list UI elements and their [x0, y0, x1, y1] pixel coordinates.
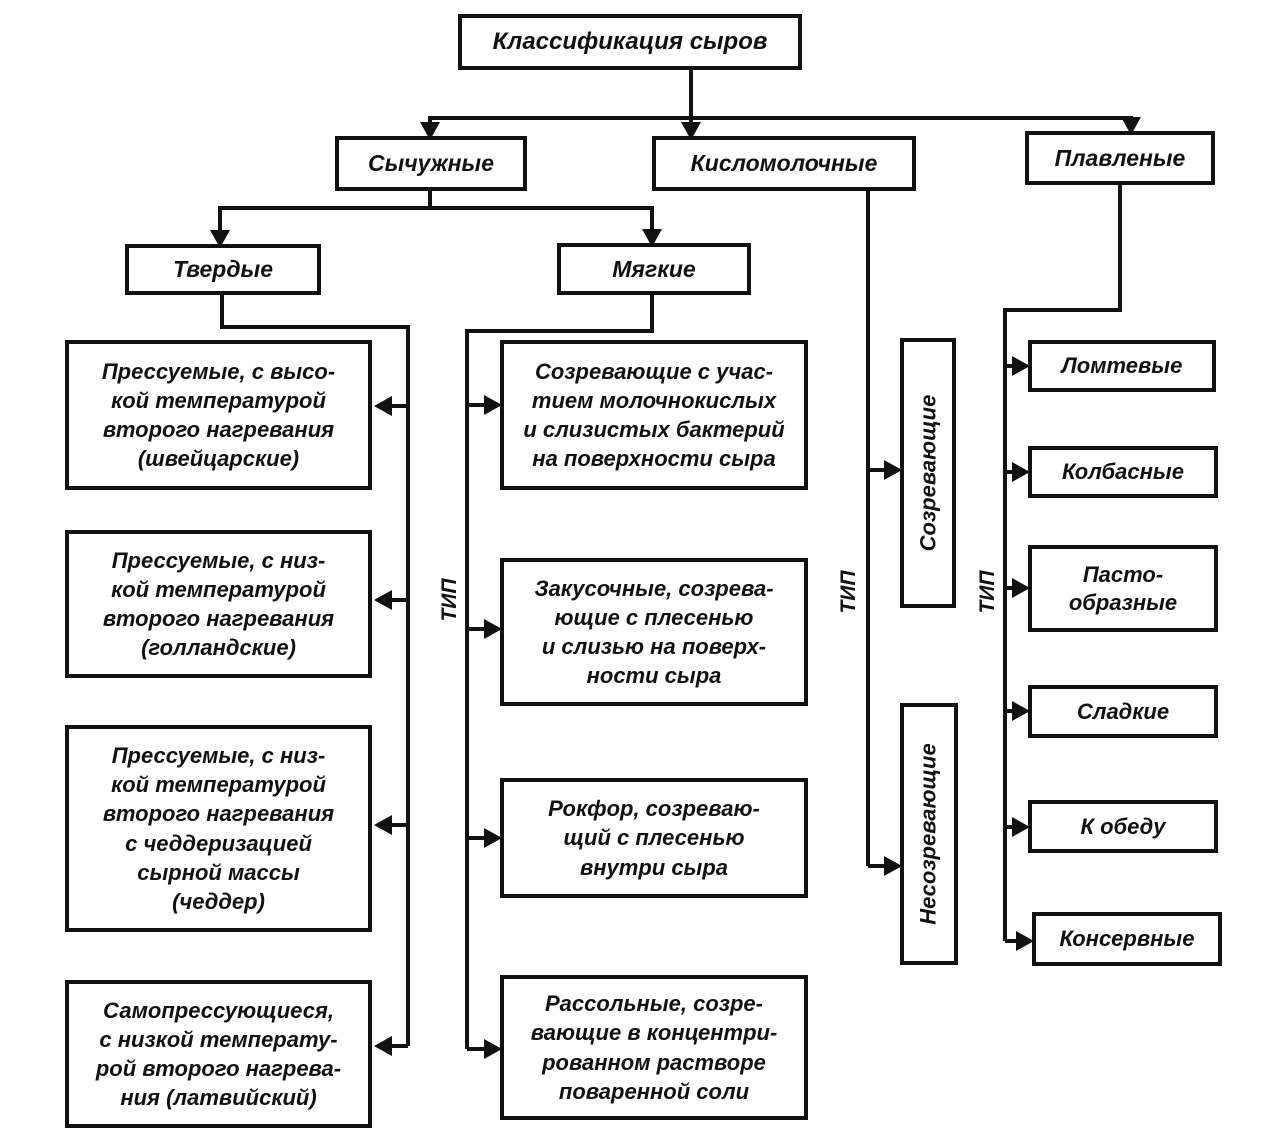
- arrow-right-icon: [884, 460, 902, 480]
- arrow-right-icon: [1012, 462, 1030, 482]
- edge-soft-stems: [467, 403, 486, 1051]
- vertical-label: Созревающие: [915, 394, 941, 552]
- arrow-down-icon: [420, 122, 440, 140]
- node-soft-type-bacteria-ripened: Созревающие с учас- тием молочнокислых и…: [500, 340, 808, 490]
- node-rennet: Сычужные: [335, 136, 527, 191]
- arrow-right-icon: [1016, 931, 1034, 951]
- arrow-down-icon: [210, 230, 230, 248]
- edge-hard-stems: [388, 404, 408, 1048]
- arrow-right-icon: [484, 619, 502, 639]
- node-soft: Мягкие: [557, 243, 751, 295]
- edge-strokes: [218, 70, 1133, 1051]
- node-hard-type-cheddarized: Прессуемые, с низ- кой температурой втор…: [65, 725, 372, 932]
- type-label-sour-milk: ТИП: [837, 570, 860, 614]
- node-soft-type-roquefort: Рокфор, созреваю- щий с плесенью внутри …: [500, 778, 808, 898]
- arrow-right-icon: [884, 856, 902, 876]
- edge-rennet-rail: [218, 191, 654, 233]
- edge-soft-spine: [465, 295, 654, 1049]
- node-hard: Твердые: [125, 244, 321, 295]
- node-processed-canned: Консервные: [1032, 912, 1222, 966]
- node-processed-sausage: Колбасные: [1028, 446, 1218, 498]
- node-sour-milk-non-ripening: Несозревающие: [900, 703, 958, 965]
- arrow-left-icon: [374, 396, 392, 416]
- arrow-right-icon: [1012, 578, 1030, 598]
- arrow-left-icon: [374, 590, 392, 610]
- arrow-down-icon: [642, 229, 662, 247]
- edge-processed-stems: [1005, 364, 1018, 943]
- node-hard-type-pressed-high-temp: Прессуемые, с высо- кой температурой вто…: [65, 340, 372, 490]
- vertical-label: Несозревающие: [916, 743, 941, 925]
- node-processed-paste-like: Пасто- образные: [1028, 545, 1218, 632]
- node-processed-for-dinner: К обеду: [1028, 800, 1218, 853]
- arrow-right-icon: [1012, 817, 1030, 837]
- node-hard-type-pressed-low-temp: Прессуемые, с низ- кой температурой втор…: [65, 530, 372, 678]
- node-soft-type-snack-mold: Закусочные, созрева- ющие с плесенью и с…: [500, 558, 808, 706]
- arrow-down-icon: [681, 122, 701, 140]
- edge-hard-spine: [220, 295, 410, 1046]
- arrow-right-icon: [1012, 356, 1030, 376]
- type-label-processed: ТИП: [976, 570, 999, 614]
- type-label-rennet: ТИП: [438, 578, 461, 622]
- edge-processed-spine: [1003, 185, 1122, 941]
- node-processed: Плавленые: [1025, 131, 1215, 185]
- node-sour-milk-ripening: Созревающие: [900, 338, 956, 608]
- edge-sourmilk-stems: [868, 468, 886, 868]
- node-hard-type-self-pressed: Самопрессующиеся, с низкой температу- ро…: [65, 980, 372, 1128]
- arrow-left-icon: [374, 1036, 392, 1056]
- arrowheads: [210, 117, 1141, 1059]
- node-title: Классификация сыров: [458, 14, 802, 70]
- arrow-right-icon: [484, 395, 502, 415]
- arrow-left-icon: [374, 815, 392, 835]
- node-processed-sliced: Ломтевые: [1028, 340, 1216, 392]
- node-soft-type-brined: Рассольные, созре- вающие в концентри- р…: [500, 975, 808, 1120]
- arrow-right-icon: [484, 828, 502, 848]
- node-processed-sweet: Сладкие: [1028, 685, 1218, 738]
- edge-top-rail: [428, 116, 1133, 128]
- arrow-down-icon: [1121, 117, 1141, 135]
- arrow-right-icon: [1012, 701, 1030, 721]
- node-sour-milk: Кисломолочные: [652, 136, 916, 191]
- arrow-right-icon: [484, 1039, 502, 1059]
